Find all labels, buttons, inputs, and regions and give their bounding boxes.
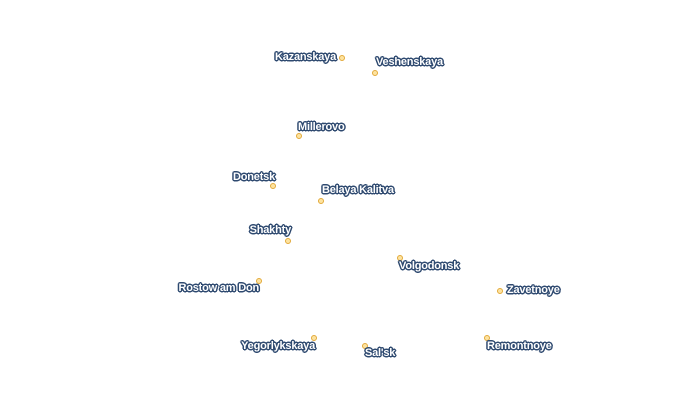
- city-marker-icon: [497, 288, 503, 294]
- city-marker-icon: [318, 198, 324, 204]
- city-marker-icon: [484, 335, 490, 341]
- place-label: Donetsk: [233, 171, 275, 183]
- city-marker-icon: [339, 55, 345, 61]
- city-marker-icon: [296, 133, 302, 139]
- city-marker-icon: [270, 183, 276, 189]
- city-marker-icon: [311, 335, 317, 341]
- city-marker-icon: [372, 70, 378, 76]
- city-marker-icon: [397, 255, 403, 261]
- place-label: Volgodonsk: [399, 260, 460, 272]
- place-label: Kazanskaya: [275, 51, 336, 63]
- place-label: Rostow am Don: [178, 282, 259, 294]
- place-label: Remontnoye: [487, 340, 552, 352]
- place-label: Zavetnoye: [507, 284, 560, 296]
- city-marker-icon: [256, 278, 262, 284]
- place-label: Yegorlykskaya: [241, 340, 315, 352]
- place-label: Sal'sk: [365, 347, 396, 359]
- city-marker-icon: [285, 238, 291, 244]
- place-label: Millerovo: [298, 121, 345, 133]
- place-label: Veshenskaya: [376, 56, 443, 68]
- place-label: Shakhty: [249, 224, 292, 236]
- city-marker-icon: [362, 343, 368, 349]
- place-label: Belaya Kalitva: [322, 184, 394, 196]
